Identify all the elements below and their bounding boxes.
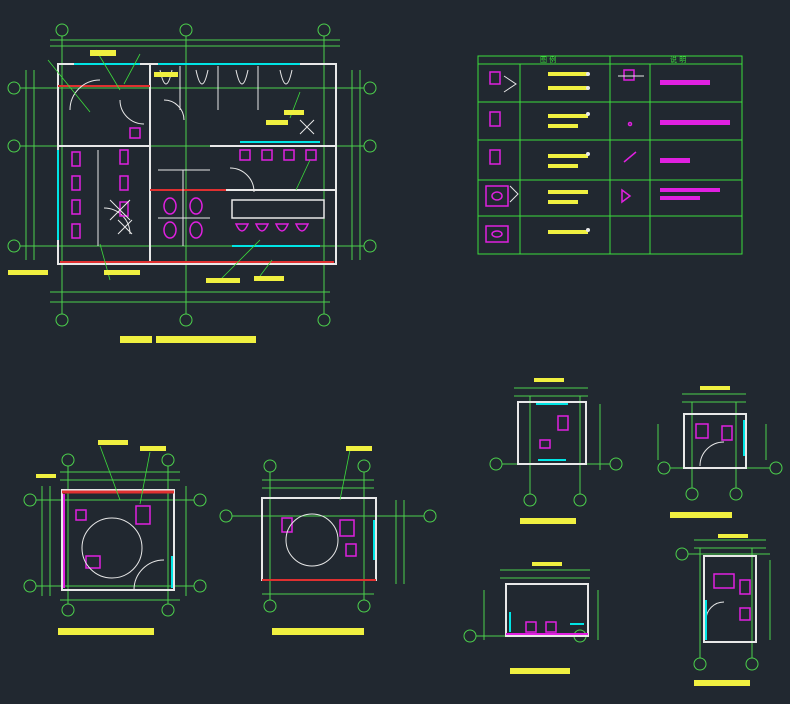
grid-bubble (55, 23, 69, 37)
toilet-plan-d (675, 534, 771, 686)
legend-header-left: 图 例 (540, 55, 556, 64)
toilet-symbol-icon (489, 71, 501, 85)
grid-bubble (363, 139, 377, 153)
sink-symbol-icon (485, 225, 509, 243)
triangle-symbol-icon (621, 188, 632, 204)
basin-symbol-icon (485, 185, 509, 207)
toilet-plan-a (489, 378, 623, 524)
dot-symbol-icon (627, 121, 633, 127)
grid-bubble (363, 81, 377, 95)
grid-bubble (55, 313, 69, 327)
legend-header-right: 说 明 (670, 55, 686, 64)
toilet-plan-b (657, 386, 783, 518)
accessible-toilet-plan-2 (219, 446, 437, 635)
grid-bubble (317, 313, 331, 327)
fixture-symbol-icon (623, 69, 635, 81)
grid-bubble (7, 139, 21, 153)
legend-table: 图 例 说 明 (477, 55, 743, 255)
main-toilet-plan (7, 23, 377, 343)
grid-bubble (7, 239, 21, 253)
line-symbol-icon (623, 151, 637, 163)
grid-bubble (7, 81, 21, 95)
urinal-symbol-icon (489, 111, 501, 127)
grid-bubble (179, 313, 193, 327)
accessible-toilet-plan (23, 440, 207, 635)
toilet-plan-c (463, 562, 599, 674)
grid-bubble (179, 23, 193, 37)
grid-bubble (363, 239, 377, 253)
grid-bubble (317, 23, 331, 37)
partition-symbol-icon (489, 149, 501, 165)
